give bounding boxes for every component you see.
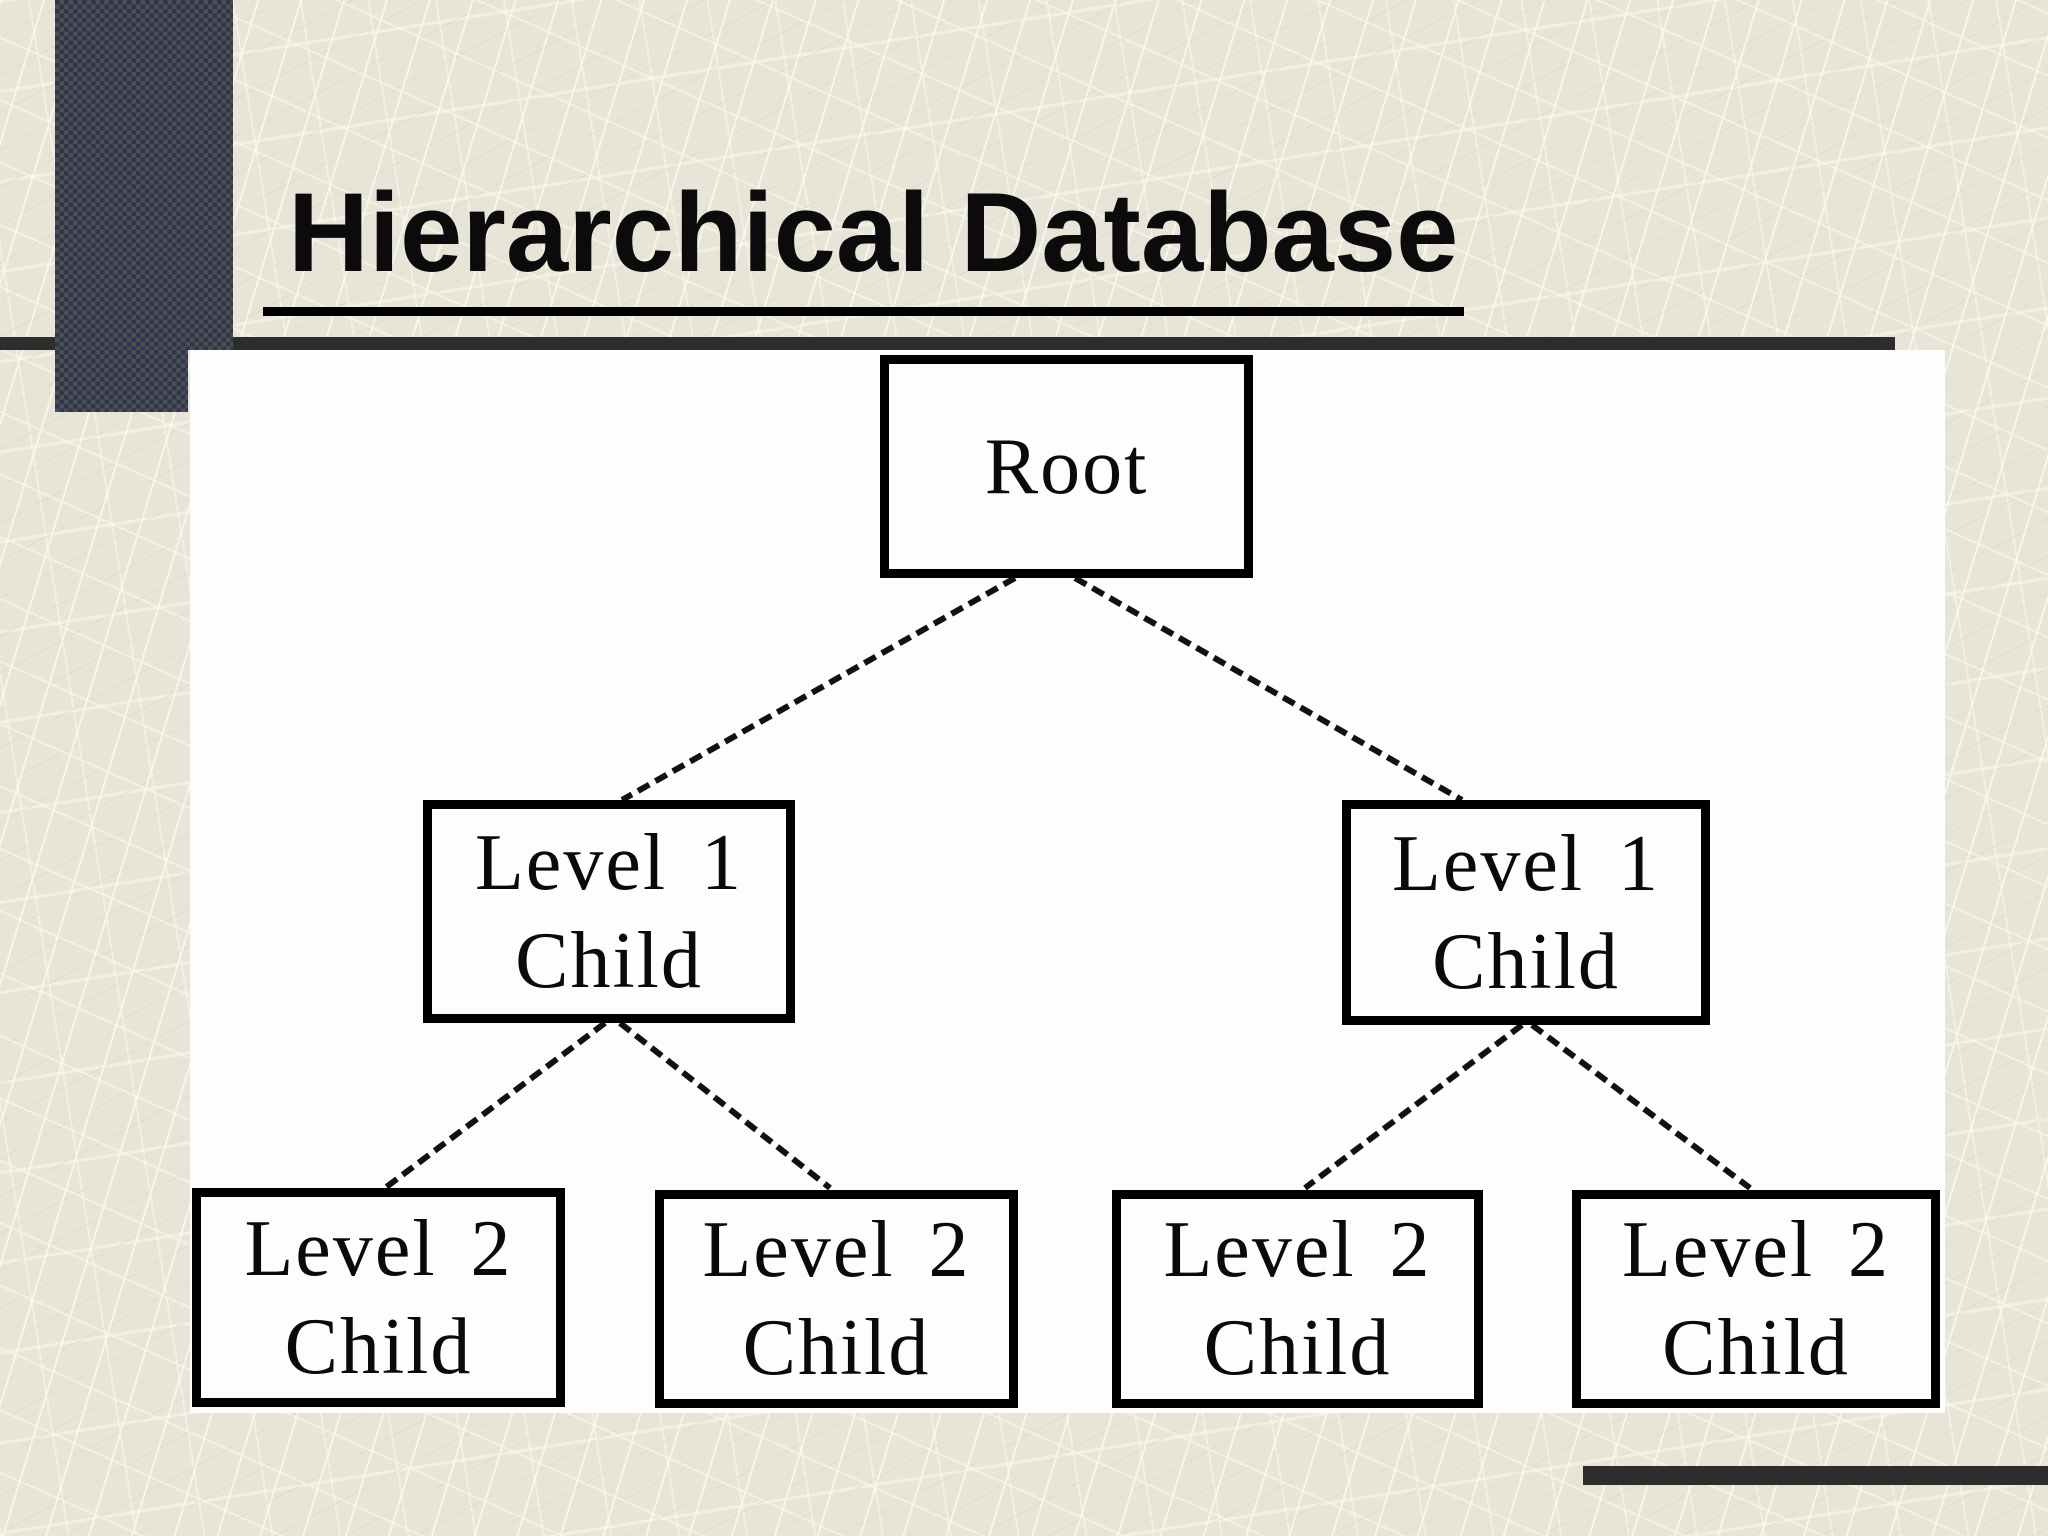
node-level1-left-line1: Level 1 [474,818,744,907]
top-rule-right [233,337,1895,350]
node-root: Root [880,355,1253,578]
node-level2-2: Level 2 Child [655,1190,1018,1408]
node-level2-1-line1: Level 2 [244,1204,513,1293]
node-level2-3-line2: Child [1203,1304,1392,1392]
node-root-label: Root [984,422,1149,511]
top-rule-left [0,337,55,350]
node-level1-left-line2: Child [515,916,703,1005]
node-level2-1: Level 2 Child [192,1188,565,1407]
node-level1-left: Level 1 Child [423,800,795,1023]
slide-title-text: Hierarchical Database [263,168,1465,316]
node-level2-1-line2: Child [284,1302,473,1391]
node-level1-right: Level 1 Child [1342,800,1710,1025]
node-level2-4-line2: Child [1662,1304,1850,1392]
node-level1-right-line1: Level 1 [1391,819,1661,908]
node-level1-right-line2: Child [1432,917,1620,1006]
slide-title: Hierarchical Database [263,168,1465,316]
accent-bar-vertical [55,0,233,350]
node-level2-3-line1: Level 2 [1163,1206,1432,1294]
node-level2-4-line1: Level 2 [1621,1206,1891,1294]
node-level2-3: Level 2 Child [1112,1190,1483,1408]
node-level2-2-line1: Level 2 [702,1206,971,1294]
bottom-rule [1583,1466,2048,1485]
node-level2-4: Level 2 Child [1572,1190,1940,1408]
accent-bar-vertical-tail [55,350,188,412]
node-level2-2-line2: Child [742,1304,931,1392]
